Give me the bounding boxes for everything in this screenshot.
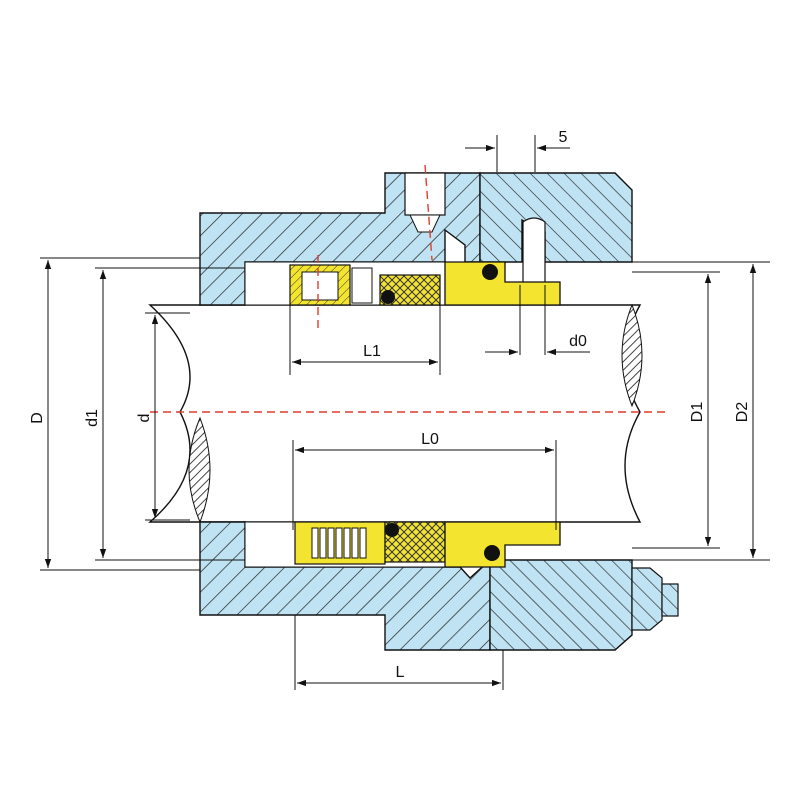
gland-nut [631,567,663,631]
o-ring-rotating-bottom [385,523,399,537]
label-d1: d1 [84,409,101,427]
flush-port [404,172,446,216]
o-ring-stationary-top [482,264,498,280]
dimension-lines [40,135,770,690]
label-D2: D2 [734,402,751,423]
dimension-labels: D d1 d L1 L0 L D1 D2 d0 5 [29,129,751,681]
label-5: 5 [559,129,568,146]
label-L: L [396,664,405,681]
gland-bolt [661,583,679,617]
gland-plate-top [479,172,633,263]
gland-plate-bottom [489,559,633,651]
stationary-seat-bottom [444,521,561,568]
label-d0: d0 [569,333,587,350]
stationary-seat-top [444,261,561,306]
housing-top [199,172,633,306]
spring-top [351,267,373,304]
shaft [148,303,643,524]
label-d: d [136,414,153,423]
label-D1: D1 [689,402,706,423]
label-L1: L1 [363,343,381,360]
center-lines [150,164,668,413]
seal-top [244,261,561,306]
shaft-break-section-right [621,303,643,408]
label-D: D [29,412,46,424]
label-L0: L0 [421,431,439,448]
spring-coils [311,527,367,559]
seal-bottom [244,521,561,568]
anti-rotation-pin [522,217,546,286]
rotating-face-top [379,274,441,306]
o-ring-stationary-bottom [484,545,500,561]
o-ring-rotating-top [381,290,395,304]
